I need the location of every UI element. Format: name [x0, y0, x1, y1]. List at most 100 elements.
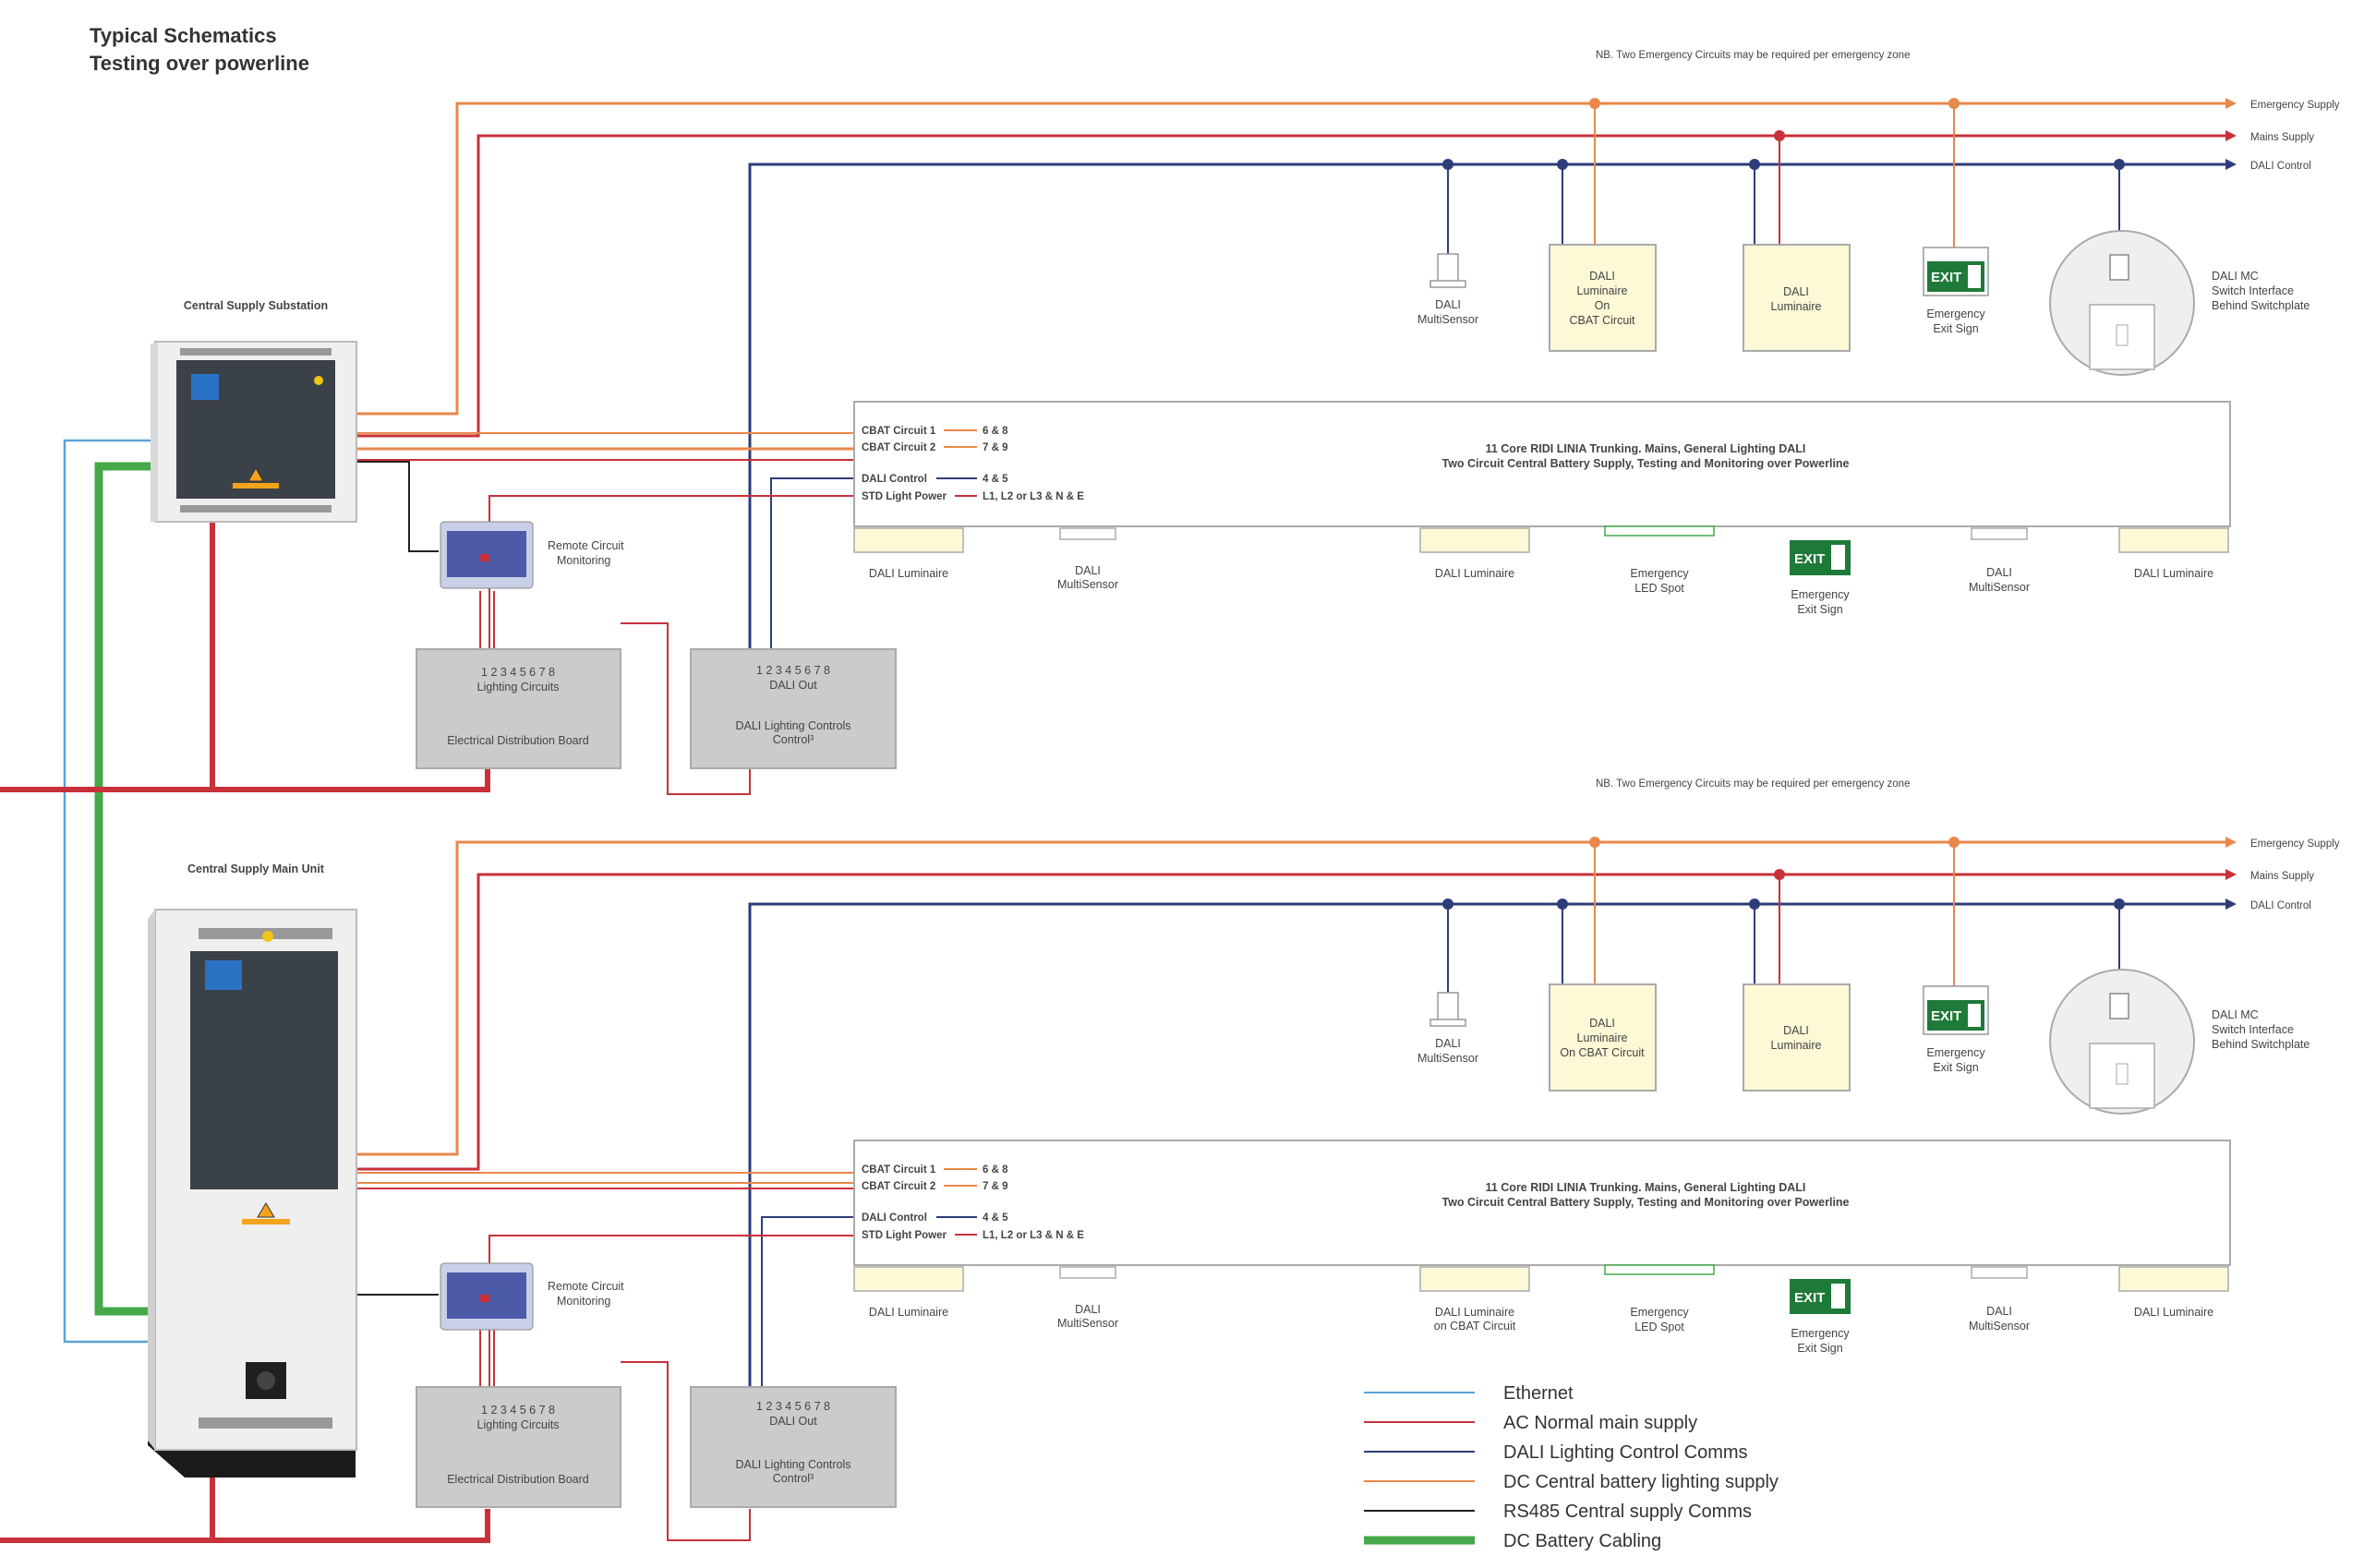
junction-dot: [1948, 98, 1960, 109]
mains-supply-bus: [356, 873, 2225, 1171]
mains-feed-substation: [0, 768, 490, 792]
cabinet-side: [151, 344, 158, 522]
dali-controls-sub: Control³: [773, 733, 814, 746]
trunk-sensor: [1971, 1266, 2028, 1279]
bus-label-dali: DALI Control: [2250, 161, 2311, 172]
running-man-icon: [1831, 1284, 1845, 1309]
core-value-cbat2: 7 & 9: [983, 1181, 1008, 1192]
trunk-spot-1: Emergency: [1630, 567, 1689, 580]
core-label-std: STD Light Power: [862, 1230, 947, 1241]
switch-interface: [2049, 969, 2195, 1115]
dali-controls-label: DALI Lighting Controls: [735, 1458, 850, 1471]
luminaire-cbat: [1549, 983, 1657, 1092]
sensor-label-2: MultiSensor: [1417, 313, 1478, 326]
switch-label-2: Switch Interface: [2212, 284, 2294, 297]
cabinet-display: [205, 960, 242, 990]
dali-out-label: DALI Out: [769, 679, 817, 692]
warning-label: [242, 1219, 290, 1224]
switch-module: [2109, 254, 2129, 281]
sensor-label-2: MultiSensor: [1417, 1052, 1478, 1065]
trunk-sensor: [1059, 1266, 1116, 1279]
exit-sign-text: EXIT: [1931, 1008, 1961, 1024]
trunk-exit-sign: EXIT: [1790, 1279, 1851, 1314]
trunking-core-rows: [936, 429, 977, 497]
emergency-zone-note: NB. Two Emergency Circuits may be requir…: [1596, 50, 1910, 61]
exit-sign-text: EXIT: [1794, 1290, 1825, 1306]
trunk-exit-2: Exit Sign: [1797, 1342, 1842, 1355]
junction-dot: [1442, 159, 1453, 170]
trunk-luminaire: [2118, 527, 2229, 553]
junction-dot: [2114, 899, 2125, 910]
linia-trunking: [853, 1140, 2231, 1266]
dali-controls-sub: Control³: [773, 1472, 814, 1485]
luminaire-cbat: [1549, 244, 1657, 352]
trunk-sensor: [1059, 527, 1116, 540]
arrow-dali: [2225, 899, 2237, 910]
core-value-std: L1, L2 or L3 & N & E: [983, 1230, 1084, 1241]
mains-trunk-link: [488, 1235, 854, 1387]
dali-control-bus: [748, 163, 2225, 649]
dali-controls-label: DALI Lighting Controls: [735, 719, 850, 732]
trunk-spot-2: LED Spot: [1634, 582, 1684, 595]
lum-label-2: Luminaire: [1771, 300, 1822, 313]
core-value-cbat1: 6 & 8: [983, 426, 1008, 437]
sensor-body: [1437, 992, 1459, 1021]
junction-dot: [1749, 159, 1760, 170]
trunk-sensor-b-1: DALI: [1986, 566, 2012, 579]
dali-control-bus: [748, 902, 2225, 1387]
trunk-luminaire: [2118, 1266, 2229, 1292]
exit-label-2: Exit Sign: [1933, 1061, 1978, 1074]
cabinet-indicator: [314, 376, 323, 385]
core-value-cbat2: 7 & 9: [983, 442, 1008, 453]
luminaire: [1743, 244, 1851, 352]
bus-label-mains: Mains Supply: [2250, 871, 2314, 882]
trunk-spot-2: LED Spot: [1634, 1321, 1684, 1333]
bus-junctions: [1442, 98, 2125, 170]
sensor-label-1: DALI: [1435, 1037, 1461, 1050]
trunking-title-2: Two Circuit Central Battery Supply, Test…: [1441, 1196, 1849, 1209]
warning-label: [233, 483, 279, 488]
remote-circuit-monitor: [440, 1262, 534, 1331]
junction-dot: [1589, 98, 1600, 109]
junction-dot: [1557, 159, 1568, 170]
trunk-sensor-a-1: DALI: [1075, 564, 1101, 577]
core-value-dali: 4 & 5: [983, 474, 1008, 485]
exit-sign: EXIT: [1923, 985, 1989, 1035]
lum-label-1: DALI: [1783, 1024, 1809, 1037]
legend-label-dali: DALI Lighting Control Comms: [1503, 1442, 1748, 1463]
lum-cbat-label-1: DALI: [1589, 270, 1615, 283]
mains-trunk-link: [488, 495, 854, 649]
rmm-label-2: Monitoring: [557, 1295, 610, 1308]
edb-label: Lighting Circuits: [477, 681, 560, 694]
trunking-title-1: 11 Core RIDI LINIA Trunking. Mains, Gene…: [1486, 442, 1806, 455]
distribution-board: [416, 648, 621, 769]
dali-trunk-link: [770, 477, 854, 649]
edb-dali-link: [621, 622, 751, 795]
edb-circuit-numbers: 1 2 3 4 5 6 7 8: [481, 1404, 555, 1417]
trunk-spot-1: Emergency: [1630, 1306, 1689, 1319]
emergency-zone-note: NB. Two Emergency Circuits may be requir…: [1596, 778, 1910, 790]
running-man-icon: [1968, 265, 1981, 288]
trunk-sensor-a-1: DALI: [1075, 1303, 1101, 1316]
mains-supply-bus: [356, 134, 2225, 438]
distribution-board: [416, 1386, 621, 1508]
junction-dot: [1442, 899, 1453, 910]
trunk-luminaire: [853, 527, 964, 553]
unit-title: Central Supply Main Unit: [187, 862, 325, 875]
arrow-mains: [2225, 869, 2237, 880]
trunk-lum-c-label: DALI Luminaire: [2134, 567, 2213, 580]
junction-dot: [2114, 159, 2125, 170]
lum-cbat-label-2: Luminaire: [1577, 1031, 1628, 1044]
junction-dot: [1557, 899, 1568, 910]
core-label-std: STD Light Power: [862, 491, 947, 502]
switch-label-2: Switch Interface: [2212, 1023, 2294, 1036]
rmm-label-1: Remote Circuit: [548, 1280, 624, 1293]
substation-cabinet: [151, 341, 357, 523]
unit-title: Central Supply Substation: [184, 299, 328, 312]
legend: Ethernet AC Normal main supply DALI Ligh…: [1364, 1383, 1779, 1551]
rmm-label-2: Monitoring: [557, 554, 610, 567]
dali-out-label: DALI Out: [769, 1415, 817, 1428]
legend-label-ethernet: Ethernet: [1503, 1383, 1574, 1404]
cabinet-panel: [190, 951, 338, 1189]
warning-triangle: [257, 1202, 275, 1218]
